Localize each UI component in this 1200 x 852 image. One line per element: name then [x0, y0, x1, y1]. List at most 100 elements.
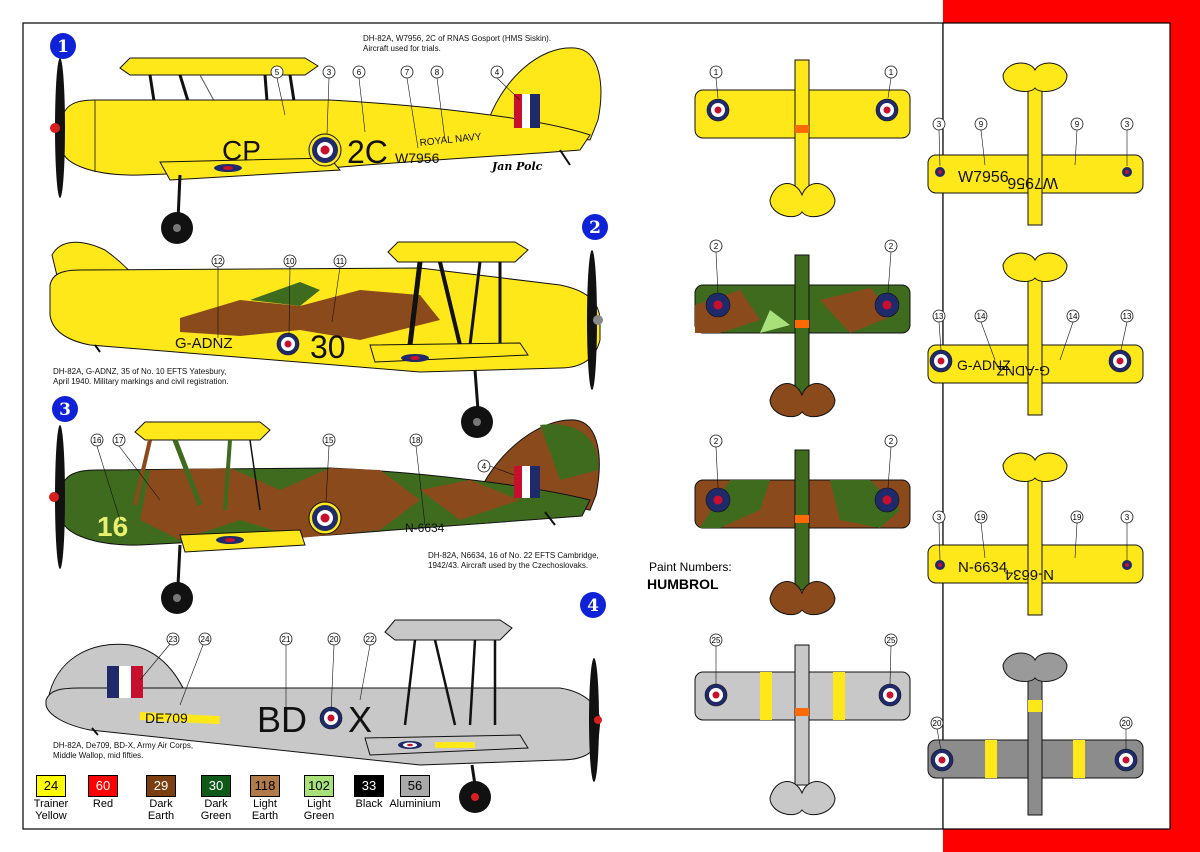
plan-2-bottom-reg-left: G-ADNZ — [957, 357, 1011, 373]
svg-text:2: 2 — [589, 218, 601, 238]
plan-callouts: 1 1 3 9 9 3 2 2 13 14 14 13 2 2 3 19 19 … — [709, 65, 1134, 751]
plan-2-top — [694, 254, 911, 418]
paint-chip-33: 33 — [354, 775, 384, 797]
svg-text:14: 14 — [1069, 312, 1078, 321]
plan-3-bottom — [927, 452, 1144, 616]
svg-text:21: 21 — [282, 635, 291, 644]
plan-3-bottom-serial-right: N-6634 — [1005, 566, 1054, 583]
svg-text:4: 4 — [587, 596, 599, 616]
profile-1-caption: DH-82A, W7956, 2C of RNAS Gosport (HMS S… — [363, 34, 552, 53]
svg-text:13: 13 — [935, 312, 944, 321]
svg-text:25: 25 — [887, 636, 896, 645]
profile-4-badge: 4 — [580, 592, 606, 618]
paint-chip-label-56: Aluminium — [389, 798, 441, 810]
profile-4-code-left: BD — [257, 699, 307, 740]
paint-brand: HUMBROL — [647, 576, 719, 592]
profile-2-registration: G-ADNZ — [175, 335, 233, 352]
profile-3-aircraft — [49, 419, 600, 614]
plan-3-bottom-serial-left: N-6634 — [958, 559, 1007, 576]
svg-text:9: 9 — [979, 120, 984, 129]
profile-4-code-right: X — [348, 699, 372, 740]
paint-chip-118: 118 — [250, 775, 280, 797]
svg-text:1: 1 — [714, 68, 719, 77]
plan-1-top — [694, 59, 911, 218]
svg-text:9: 9 — [1075, 120, 1080, 129]
plan-1-bottom-serial-left: W7956 — [958, 169, 1009, 186]
plan-1-bottom-serial-right: W7956 — [1007, 174, 1058, 191]
profile-1-partial-code: CP — [222, 135, 261, 166]
plan-2-bottom — [927, 252, 1144, 416]
svg-text:3: 3 — [1125, 120, 1130, 129]
profile-1-aircraft — [50, 47, 602, 244]
profile-3-badge: 3 — [52, 396, 78, 422]
paint-chip-60: 60 — [88, 775, 118, 797]
profile-4-serial: DE709 — [145, 710, 188, 726]
svg-text:3: 3 — [1125, 513, 1130, 522]
svg-text:14: 14 — [977, 312, 986, 321]
svg-text:18: 18 — [412, 436, 421, 445]
svg-text:12: 12 — [214, 257, 223, 266]
profile-3-code: 16 — [97, 511, 128, 542]
svg-text:19: 19 — [1073, 513, 1082, 522]
svg-text:15: 15 — [325, 436, 334, 445]
svg-text:17: 17 — [115, 436, 124, 445]
paint-chip-30: 30 — [201, 775, 231, 797]
svg-text:20: 20 — [1122, 719, 1131, 728]
plan-1-bottom — [927, 62, 1144, 226]
svg-text:1: 1 — [889, 68, 894, 77]
svg-text:24: 24 — [201, 635, 210, 644]
svg-text:4: 4 — [482, 462, 487, 471]
paint-numbers-heading: Paint Numbers: — [649, 560, 732, 574]
profile-2-aircraft — [49, 241, 603, 438]
svg-text:4: 4 — [495, 68, 500, 77]
svg-text:1: 1 — [57, 37, 69, 57]
plan-3-top — [694, 449, 911, 616]
paint-chip-102: 102 — [304, 775, 334, 797]
svg-text:3: 3 — [937, 513, 942, 522]
svg-text:16: 16 — [93, 436, 102, 445]
svg-text:20: 20 — [330, 635, 339, 644]
svg-text:10: 10 — [286, 257, 295, 266]
profile-2-code: 30 — [310, 329, 346, 365]
profile-2-caption: DH-82A, G-ADNZ, 35 of No. 10 EFTS Yatesb… — [53, 367, 229, 386]
profile-4-callouts: 23 24 21 20 22 — [139, 632, 377, 713]
svg-text:2: 2 — [889, 242, 894, 251]
profile-4-aircraft — [45, 619, 602, 813]
paint-chip-29: 29 — [146, 775, 176, 797]
svg-text:2: 2 — [714, 242, 719, 251]
svg-text:6: 6 — [357, 68, 362, 77]
paint-chip-24: 24 — [36, 775, 66, 797]
profile-3-serial: N-6634 — [405, 521, 445, 535]
svg-text:8: 8 — [435, 68, 440, 77]
profile-3-caption: DH-82A, N6634, 16 of No. 22 EFTS Cambrid… — [428, 551, 599, 570]
profile-1-code: 2C — [347, 134, 388, 170]
profile-1-badge: 1 — [50, 33, 76, 59]
profile-2-callouts: 12 10 11 — [211, 254, 347, 338]
profile-2-badge: 2 — [582, 214, 608, 240]
profile-1-callouts: 5 3 6 7 8 4 — [270, 65, 521, 149]
svg-text:3: 3 — [937, 120, 942, 129]
svg-text:23: 23 — [169, 635, 178, 644]
svg-text:22: 22 — [366, 635, 375, 644]
svg-text:20: 20 — [933, 719, 942, 728]
plan-4-top — [694, 644, 911, 816]
svg-text:19: 19 — [977, 513, 986, 522]
svg-text:3: 3 — [59, 400, 71, 420]
artist-signature: Jan Polc — [492, 160, 543, 173]
svg-text:2: 2 — [889, 437, 894, 446]
paint-chip-label-60: Red — [92, 798, 114, 810]
svg-text:13: 13 — [1123, 312, 1132, 321]
plan-4-bottom — [927, 652, 1144, 816]
profile-1-serial: W7956 — [395, 150, 440, 166]
svg-text:5: 5 — [275, 68, 280, 77]
svg-text:25: 25 — [712, 636, 721, 645]
profile-4-caption: DH-82A, De709, BD-X, Army Air Corps, Mid… — [53, 741, 194, 760]
paint-chip-label-33: Black — [355, 798, 383, 810]
svg-text:3: 3 — [327, 68, 332, 77]
